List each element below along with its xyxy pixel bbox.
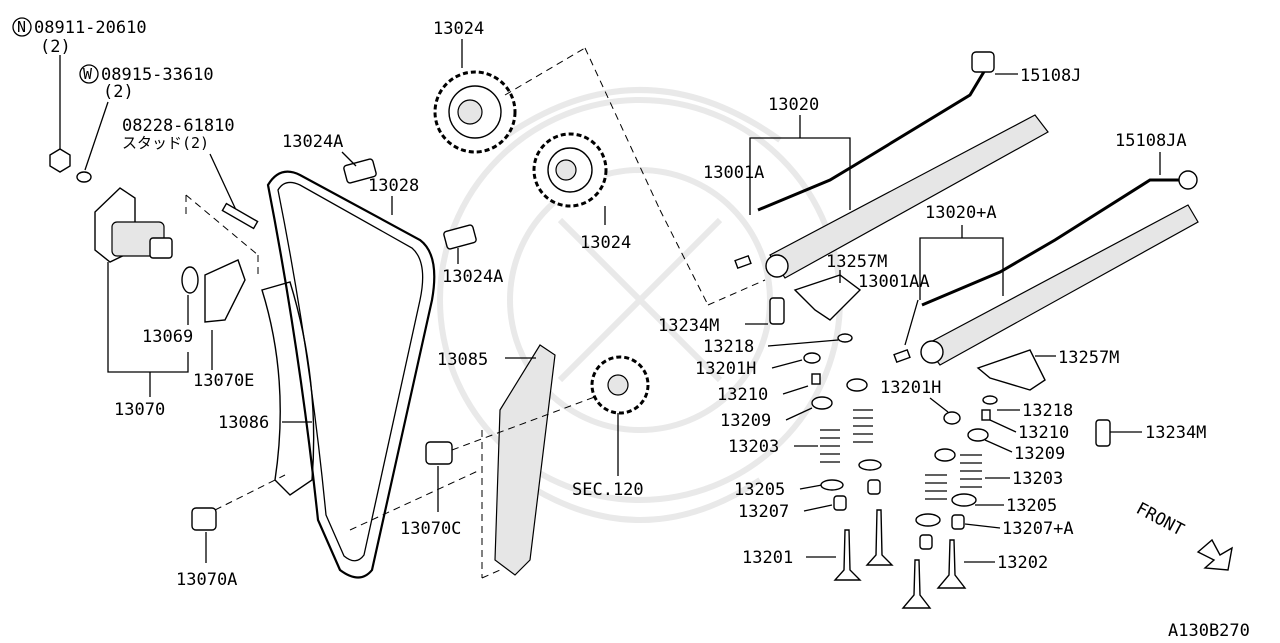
label-13070c[interactable]: 13070C	[400, 519, 461, 539]
label-13028[interactable]: 13028	[368, 176, 419, 196]
label-13201[interactable]: 13201	[742, 548, 793, 568]
label-13070a[interactable]: 13070A	[176, 570, 237, 590]
seat-13205[interactable]	[820, 479, 844, 491]
label-08911[interactable]: 08911-20610	[34, 18, 147, 38]
label-13201h-upper[interactable]: 13201H	[695, 359, 756, 379]
bolt-13024a-upper[interactable]	[343, 158, 377, 184]
label-13257m-lower[interactable]: 13257M	[1058, 348, 1119, 368]
label-08915-qty: (2)	[103, 82, 134, 102]
pin-13001a[interactable]	[734, 254, 752, 270]
label-13024-mid[interactable]: 13024	[580, 233, 631, 253]
seal-13207[interactable]	[833, 495, 847, 511]
label-13209-upper[interactable]: 13209	[720, 411, 771, 431]
label-13020a[interactable]: 13020+A	[925, 203, 997, 223]
label-13024a-upper[interactable]: 13024A	[282, 132, 343, 152]
label-sec120[interactable]: SEC.120	[572, 480, 644, 500]
lash-adjuster-13234m-lower[interactable]	[1095, 419, 1111, 447]
n-mark: N	[17, 18, 26, 36]
label-08228-desc: スタッド(2)	[122, 134, 209, 152]
label-15108j[interactable]: 15108J	[1020, 66, 1081, 86]
gasket-13069-part[interactable]	[181, 266, 199, 294]
label-08915[interactable]: 08915-33610	[101, 65, 214, 85]
label-13210-lower[interactable]: 13210	[1018, 423, 1069, 443]
label-13209-lower[interactable]: 13209	[1014, 444, 1065, 464]
label-13070e[interactable]: 13070E	[193, 371, 254, 391]
label-13202[interactable]: 13202	[997, 553, 1048, 573]
timing-chain-13028[interactable]	[266, 170, 436, 579]
label-13020[interactable]: 13020	[768, 95, 819, 115]
label-13203-upper[interactable]: 13203	[728, 437, 779, 457]
slack-guide-13086[interactable]	[261, 281, 315, 496]
valve-right-group: 13201H 13218 13210 13234M 13209 13203 13…	[880, 378, 1206, 609]
label-13085[interactable]: 13085	[437, 350, 488, 370]
front-label: FRONT	[1133, 499, 1188, 541]
label-13207a[interactable]: 13207+A	[1002, 519, 1074, 539]
label-08228[interactable]: 08228-61810	[122, 116, 235, 136]
chain-group: 13086 13070A 13028 13024A 13024A 13085 1…	[176, 132, 601, 590]
tensioner-group: N 08911-20610 (2) W 08915-33610 (2) 0822…	[12, 17, 259, 420]
label-13210-upper[interactable]: 13210	[717, 385, 768, 405]
label-13024-upper[interactable]: 13024	[433, 19, 484, 39]
gasket-13070e-part[interactable]	[204, 259, 246, 323]
intake-valve-13201[interactable]	[833, 529, 862, 581]
w-mark: W	[83, 65, 93, 83]
seal-13201h[interactable]	[803, 352, 821, 364]
cap-13218[interactable]	[837, 333, 853, 343]
label-13218-upper[interactable]: 13218	[703, 337, 754, 357]
front-indicator: FRONT	[1133, 499, 1233, 571]
rocker-13257m-lower[interactable]	[976, 349, 1046, 391]
label-13205-lower[interactable]: 13205	[1006, 496, 1057, 516]
bolt-13024a-lower[interactable]	[443, 224, 477, 250]
lash-adjuster-13234m-upper[interactable]	[769, 297, 785, 325]
exhaust-valve-13202[interactable]	[936, 539, 967, 589]
pivot-bolt-13070a[interactable]	[191, 507, 217, 531]
valve-left-group: 13234M 13218 13201H 13210 13209 13203 13…	[658, 297, 894, 581]
washer-part[interactable]	[76, 171, 92, 183]
label-13207[interactable]: 13207	[738, 502, 789, 522]
label-13234m-lower[interactable]: 13234M	[1145, 423, 1206, 443]
label-08911-qty: (2)	[40, 37, 71, 57]
label-13024a-lower[interactable]: 13024A	[442, 267, 503, 287]
label-13201h-lower[interactable]: 13201H	[880, 378, 941, 398]
oil-pipe-15108ja[interactable]	[921, 178, 1180, 307]
label-13070[interactable]: 13070	[114, 400, 165, 420]
camshaft-group: 15108J 13020 13001A 15108JA 13020+A 1325…	[703, 51, 1199, 391]
oil-pipe-15108j[interactable]	[757, 69, 987, 212]
label-13257m-upper[interactable]: 13257M	[826, 252, 887, 272]
label-13234m-upper[interactable]: 13234M	[658, 316, 719, 336]
tension-guide-13085[interactable]	[494, 344, 556, 576]
n-circle-icon	[12, 17, 32, 37]
stud-part[interactable]	[221, 202, 259, 230]
sprocket-group: 13024 13024 SEC.120	[433, 19, 766, 500]
label-13205-upper[interactable]: 13205	[734, 480, 785, 500]
label-13218-lower[interactable]: 13218	[1022, 401, 1073, 421]
label-15108ja[interactable]: 15108JA	[1115, 131, 1187, 151]
label-13069[interactable]: 13069	[142, 327, 193, 347]
spring-13203[interactable]	[820, 429, 840, 463]
label-13203-lower[interactable]: 13203	[1012, 469, 1063, 489]
retainer-13209[interactable]	[811, 396, 833, 410]
nut-part[interactable]	[49, 148, 71, 173]
rocker-13257m-upper[interactable]	[793, 274, 862, 321]
label-13001aa[interactable]: 13001AA	[858, 272, 930, 292]
bolt-13070c[interactable]	[425, 441, 453, 465]
label-13086[interactable]: 13086	[218, 413, 269, 433]
pin-13001aa[interactable]	[893, 348, 911, 364]
label-13001a[interactable]: 13001A	[703, 163, 764, 183]
w-circle-icon	[79, 64, 99, 84]
front-arrow-icon	[1196, 538, 1233, 571]
figure-code: A130B270	[1168, 621, 1250, 639]
